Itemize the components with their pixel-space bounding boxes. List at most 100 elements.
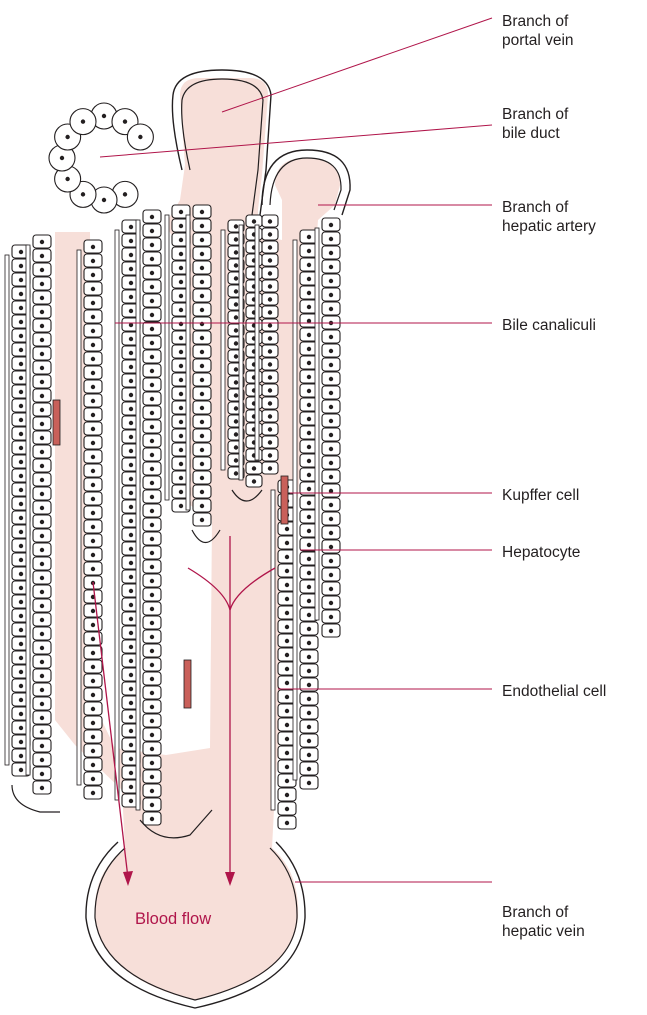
- hepatocyte-nucleus: [150, 397, 154, 401]
- hepatocyte-nucleus: [40, 310, 44, 314]
- hepatocyte-nucleus: [19, 390, 23, 394]
- leader-portal-vein: [222, 18, 492, 112]
- hepatocyte-nucleus: [307, 459, 311, 463]
- hepatocyte-nucleus: [150, 593, 154, 597]
- hepatocyte-nucleus: [19, 768, 23, 772]
- hepatocyte-nucleus: [329, 223, 333, 227]
- hepatocyte-nucleus: [307, 781, 311, 785]
- hepatocyte-nucleus: [19, 726, 23, 730]
- hepatocyte-nucleus: [329, 293, 333, 297]
- hepatocyte-nucleus: [91, 679, 95, 683]
- hepatocyte-nucleus: [129, 421, 133, 425]
- label-bile-duct-line2: bile duct: [502, 125, 560, 142]
- hepatocyte-nucleus: [129, 645, 133, 649]
- hepatocyte-nucleus: [129, 351, 133, 355]
- hepatocyte-nucleus: [329, 629, 333, 633]
- hepatocyte-nucleus: [19, 600, 23, 604]
- hepatocyte-nucleus: [40, 464, 44, 468]
- hepatocyte-nucleus: [129, 743, 133, 747]
- hepatocyte-nucleus: [150, 621, 154, 625]
- hepatocyte-nucleus: [179, 504, 183, 508]
- hepatocyte-nucleus: [307, 767, 311, 771]
- hepatocyte-nucleus: [19, 684, 23, 688]
- kupffer-cell: [184, 660, 191, 708]
- hepatocyte-nucleus: [19, 306, 23, 310]
- hepatocyte-nucleus: [91, 259, 95, 263]
- hepatocyte-nucleus: [40, 254, 44, 258]
- hepatocyte-nucleus: [307, 711, 311, 715]
- hepatocyte-nucleus: [150, 537, 154, 541]
- endothelial-lining: [255, 225, 259, 460]
- hepatocyte-nucleus: [285, 527, 289, 531]
- hepatocyte-nucleus: [234, 406, 238, 410]
- hepatocyte-nucleus: [40, 324, 44, 328]
- hepatocyte-nucleus: [91, 371, 95, 375]
- hepatocyte-nucleus: [150, 635, 154, 639]
- bile-duct-cell-nucleus: [102, 114, 106, 118]
- hepatocyte-nucleus: [40, 786, 44, 790]
- hepatocyte-nucleus: [91, 525, 95, 529]
- plate-right-lower: [271, 476, 296, 829]
- hepatocyte-nucleus: [91, 343, 95, 347]
- hepatocyte-nucleus: [19, 698, 23, 702]
- hepatocyte-nucleus: [307, 291, 311, 295]
- hepatocyte-nucleus: [19, 432, 23, 436]
- hepatocyte-nucleus: [150, 607, 154, 611]
- hepatocyte-nucleus: [129, 729, 133, 733]
- hepatocyte-nucleus: [234, 315, 238, 319]
- hepatocyte-nucleus: [179, 322, 183, 326]
- hepatocyte-nucleus: [200, 280, 204, 284]
- hepatocyte-nucleus: [40, 506, 44, 510]
- hepatocyte-nucleus: [179, 392, 183, 396]
- hepatocyte-nucleus: [150, 229, 154, 233]
- hepatocyte-nucleus: [40, 478, 44, 482]
- hepatocyte-nucleus: [307, 683, 311, 687]
- hepatocyte-nucleus: [40, 576, 44, 580]
- hepatocyte-nucleus: [129, 603, 133, 607]
- hepatocyte-nucleus: [285, 695, 289, 699]
- hepatocyte-nucleus: [19, 264, 23, 268]
- endothelial-lining: [186, 215, 190, 510]
- hepatocyte-nucleus: [19, 572, 23, 576]
- hepatocyte-nucleus: [129, 589, 133, 593]
- hepatocyte-nucleus: [19, 586, 23, 590]
- hepatocyte-nucleus: [150, 775, 154, 779]
- plate-left-return: [77, 240, 102, 799]
- hepatocyte-nucleus: [19, 488, 23, 492]
- hepatocyte-nucleus: [150, 523, 154, 527]
- hepatocyte-nucleus: [40, 702, 44, 706]
- hepatocyte-nucleus: [150, 215, 154, 219]
- hepatocyte-nucleus: [129, 561, 133, 565]
- hepatocyte-nucleus: [329, 475, 333, 479]
- bile-duct: [49, 103, 153, 213]
- hepatocyte-nucleus: [307, 599, 311, 603]
- hepatocyte-nucleus: [285, 653, 289, 657]
- hepatocyte-nucleus: [91, 693, 95, 697]
- hepatocyte-nucleus: [268, 349, 272, 353]
- hepatocyte-nucleus: [307, 725, 311, 729]
- endothelial-lining: [5, 255, 9, 765]
- hepatocyte-nucleus: [307, 403, 311, 407]
- hepatocyte-nucleus: [329, 335, 333, 339]
- plate-left-inner: [26, 235, 51, 794]
- hepatocyte-nucleus: [234, 471, 238, 475]
- hepatocyte-nucleus: [19, 446, 23, 450]
- hepatocyte-nucleus: [179, 364, 183, 368]
- hepatocyte-nucleus: [179, 266, 183, 270]
- hepatocyte-nucleus: [234, 328, 238, 332]
- hepatocyte-nucleus: [285, 779, 289, 783]
- hepatocyte-nucleus: [285, 737, 289, 741]
- hepatocyte-nucleus: [40, 366, 44, 370]
- hepatocyte-nucleus: [307, 739, 311, 743]
- hepatocyte-nucleus: [91, 427, 95, 431]
- hepatocyte-nucleus: [150, 355, 154, 359]
- hepatocyte-nucleus: [179, 280, 183, 284]
- label-kupffer-cell: Kupffer cell: [502, 487, 579, 504]
- hepatocyte-nucleus: [329, 531, 333, 535]
- hepatocyte-nucleus: [234, 224, 238, 228]
- hepatocyte-nucleus: [329, 503, 333, 507]
- hepatocyte-nucleus: [150, 481, 154, 485]
- hepatocyte-nucleus: [329, 573, 333, 577]
- hepatocyte-nucleus: [200, 210, 204, 214]
- hepatocyte-nucleus: [40, 352, 44, 356]
